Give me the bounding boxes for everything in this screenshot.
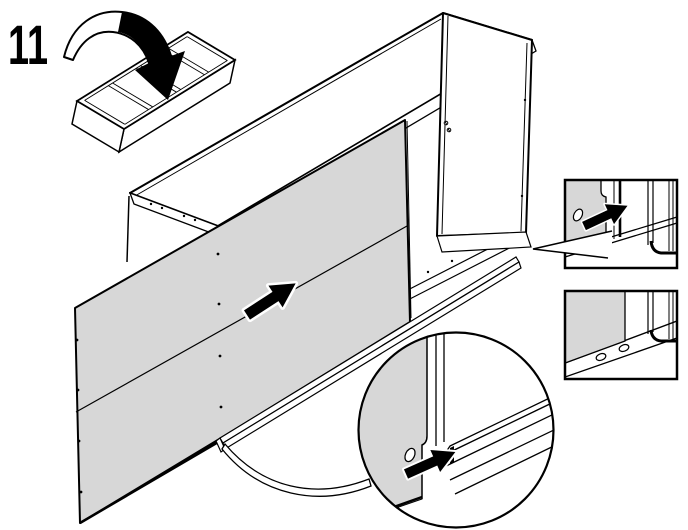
- bottom-rail: [215, 256, 522, 453]
- insert-arrow-icon: [580, 202, 630, 232]
- detail-inset-result: [563, 289, 679, 381]
- panel-holes: [75, 252, 223, 494]
- detail-circle-callout: [357, 331, 555, 529]
- panel-seam: [75, 225, 408, 413]
- flip-rotate-arrow-icon: [63, 10, 185, 100]
- top-edge-holes: [149, 202, 197, 222]
- rail-hole-oval: [595, 352, 607, 362]
- magnify-callout-circle: [357, 331, 555, 529]
- detail-pointer-wedge: [532, 230, 613, 259]
- inset-border: [563, 178, 679, 270]
- panel-hole-oval: [572, 208, 584, 222]
- slide-direction-arrow-icon: [241, 280, 299, 323]
- cabinet-side-panel: [436, 12, 533, 237]
- step-number: 11: [8, 13, 48, 76]
- side-panel-screws: [443, 98, 527, 198]
- rail-hole-oval: [618, 343, 630, 353]
- detail-leader-swoosh: [221, 442, 372, 497]
- inset-border: [563, 289, 679, 381]
- panel-hole-oval: [404, 447, 416, 463]
- insert-arrow-icon: [401, 448, 458, 481]
